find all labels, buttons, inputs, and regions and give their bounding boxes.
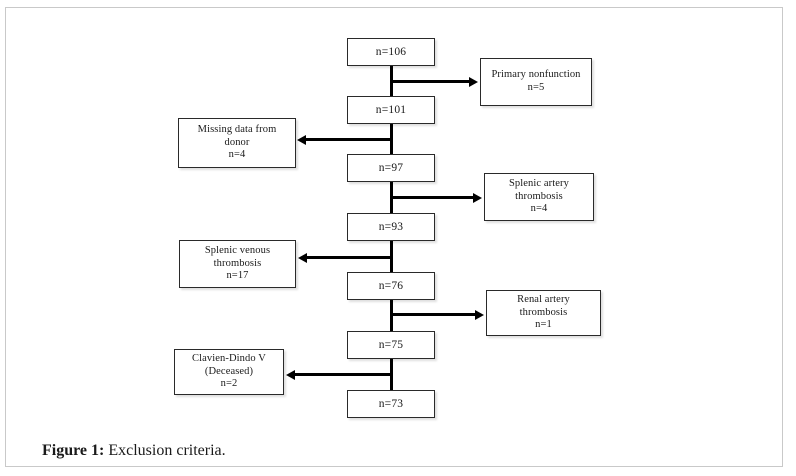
exclusion-line-1: Splenic artery: [508, 177, 569, 189]
exclusion-node-clavien-dindo-v: Clavien-Dindo V (Deceased) n=2: [174, 349, 284, 395]
cohort-node-n76-label: n=76: [378, 279, 404, 292]
exclusion-line-3: n=4: [530, 203, 548, 215]
arrowhead-splenic-artery-thrombosis: [473, 192, 482, 203]
exclusion-line-3: n=4: [228, 149, 246, 161]
exclusion-line-1: Primary nonfunction: [491, 69, 581, 81]
arrowhead-splenic-venous-thrombosis: [298, 252, 307, 263]
exclusion-node-splenic-artery-thrombosis: Splenic artery thrombosis n=4: [484, 173, 594, 221]
cohort-node-n73-label: n=73: [378, 397, 404, 410]
exclusion-line-2: donor: [224, 136, 250, 148]
cohort-node-n97: n=97: [347, 154, 435, 182]
exclusion-line-1: Splenic venous: [204, 244, 271, 256]
cohort-node-n75: n=75: [347, 331, 435, 359]
figure-frame: n=106 n=101 n=97 n=93 n=76 n=75 n=73: [5, 7, 783, 467]
cohort-node-n93-label: n=93: [378, 220, 404, 233]
connector-to-clavien-dindo-v: [295, 373, 392, 376]
exclusion-line-2: (Deceased): [204, 365, 254, 377]
cohort-node-n106: n=106: [347, 38, 435, 66]
exclusion-line-3: n=1: [535, 319, 552, 331]
exclusion-criteria-flowchart: n=106 n=101 n=97 n=93 n=76 n=75 n=73: [6, 8, 796, 428]
connector-to-missing-data-donor: [306, 138, 392, 141]
exclusion-line-1: Clavien-Dindo V: [192, 352, 266, 364]
cohort-node-n93: n=93: [347, 213, 435, 241]
cohort-node-n76: n=76: [347, 272, 435, 300]
exclusion-node-splenic-venous-thrombosis: Splenic venous thrombosis n=17: [179, 240, 296, 288]
exclusion-line-3: n=2: [220, 378, 238, 390]
exclusion-line-2: n=5: [527, 82, 545, 93]
exclusion-line-2: thrombosis: [515, 190, 563, 202]
arrowhead-primary-nonfunction: [469, 76, 478, 87]
cohort-node-n101: n=101: [347, 96, 435, 124]
exclusion-node-renal-artery-thrombosis: Renal artery thrombosis n=1: [486, 290, 601, 336]
exclusion-line-3: n=17: [226, 270, 249, 282]
arrowhead-missing-data-donor: [297, 134, 306, 145]
connector-to-renal-artery-thrombosis: [390, 313, 476, 316]
exclusion-node-primary-nonfunction: Primary nonfunction n=5: [480, 58, 592, 106]
exclusion-line-2: thrombosis: [519, 306, 568, 318]
arrowhead-renal-artery-thrombosis: [475, 309, 484, 320]
exclusion-line-1: Renal artery: [517, 293, 570, 305]
exclusion-line-2: thrombosis: [213, 257, 262, 269]
cohort-node-n97-label: n=97: [378, 161, 404, 174]
cohort-node-n73: n=73: [347, 390, 435, 418]
arrowhead-clavien-dindo-v: [286, 369, 295, 380]
figure-caption-text: Exclusion criteria.: [104, 442, 226, 459]
figure-caption-label: Figure 1:: [42, 442, 105, 459]
connector-to-splenic-artery-thrombosis: [390, 196, 474, 199]
cohort-node-n106-label: n=106: [375, 45, 407, 58]
exclusion-node-missing-data-donor: Missing data from donor n=4: [178, 118, 296, 168]
cohort-node-n75-label: n=75: [378, 338, 404, 351]
connector-to-splenic-venous-thrombosis: [307, 256, 392, 259]
figure-caption: Figure 1: Exclusion criteria.: [42, 442, 226, 460]
cohort-node-n101-label: n=101: [375, 103, 407, 116]
exclusion-line-1: Missing data from: [197, 123, 277, 135]
connector-to-primary-nonfunction: [390, 80, 470, 83]
